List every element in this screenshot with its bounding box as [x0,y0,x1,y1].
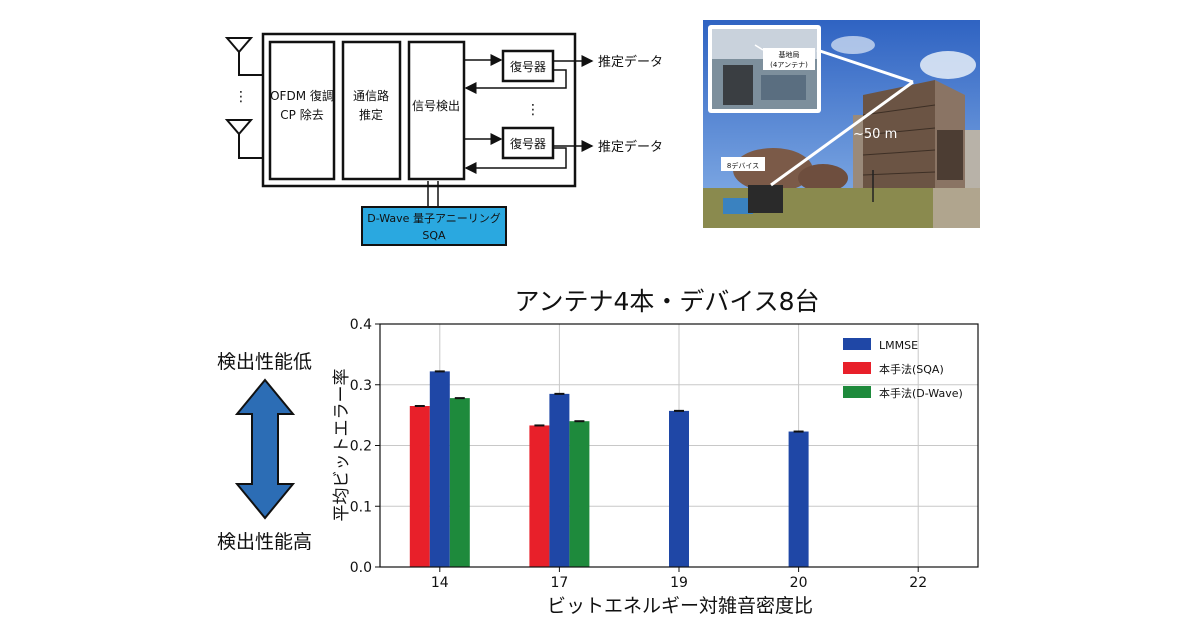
decoder-ellipsis: ⋮ [526,102,540,118]
performance-low-label: 検出性能低 [217,351,313,373]
legend-label: 本手法(D-Wave) [879,386,963,400]
x-tick-label: 22 [909,575,927,591]
bar [669,410,689,567]
bar [788,431,809,567]
ofdm-label-2: CP 除去 [280,107,323,122]
ofdm-block [268,40,336,181]
decoder-label-2: 復号器 [510,136,546,151]
chart-title: アンテナ4本・デバイス8台 [514,287,819,316]
antenna-icon [224,37,263,76]
ofdm-label-1: OFDM 復調 [270,88,334,103]
quantum-annealer-block [361,206,507,246]
y-tick-label: 0.0 [350,560,372,576]
x-tick-label: 14 [431,575,449,591]
bar [529,425,550,567]
y-tick-label: 0.3 [350,378,372,394]
output-label-2: 推定データ [598,139,663,155]
x-axis-label: ビットエネルギー対雑音密度比 [547,595,813,617]
legend-swatch [843,386,871,398]
decoder-label-1: 復号器 [510,59,546,74]
devices-label: 8デバイス [727,161,759,170]
bar [449,398,470,567]
decoder-block-2 [501,126,555,160]
y-tick-label: 0.4 [350,317,372,333]
double-arrow-icon [235,378,295,520]
y-axis-label: 平均ビットエラー率 [332,369,352,522]
legend-swatch [843,338,871,350]
legend-swatch [843,362,871,374]
legend-label: LMMSE [879,339,918,352]
channel-label-2: 推定 [359,107,383,122]
bar [409,406,430,567]
decoder-block-1 [501,49,555,83]
bar [429,371,450,567]
x-tick-label: 17 [550,575,568,591]
output-label-1: 推定データ [598,54,663,70]
channel-label-1: 通信路 [353,88,389,103]
legend-label: 本手法(SQA) [879,362,944,376]
signal-detection-block [407,40,466,181]
y-tick-label: 0.1 [350,499,372,515]
receiver-frame [261,32,577,188]
base-station-label-1: 基地局 [779,50,800,59]
experiment-photo: 基地局 (4アンテナ) ~50 m 8デバイス [703,20,980,228]
detect-label: 信号検出 [412,99,460,113]
y-tick-label: 0.2 [350,439,372,455]
channel-estimation-block [341,40,402,181]
base-station-label-2: (4アンテナ) [770,61,808,69]
antenna-ellipsis: ⋮ [234,89,248,105]
performance-high-label: 検出性能高 [217,531,313,553]
block-diagram: ⋮ OFDM 復調 CP 除去 通信路 推定 信号検出 復号器 復号器 ⋮ 推定… [224,32,663,246]
plot-frame [379,323,979,568]
annealer-label-1: D-Wave 量子アニーリング [367,211,500,225]
distance-label: ~50 m [853,127,897,142]
bar [549,393,570,567]
x-tick-label: 19 [670,575,688,591]
annealer-label-2: SQA [422,229,446,242]
x-tick-label: 20 [790,575,808,591]
antenna-icon [224,119,263,159]
bar [569,421,590,567]
